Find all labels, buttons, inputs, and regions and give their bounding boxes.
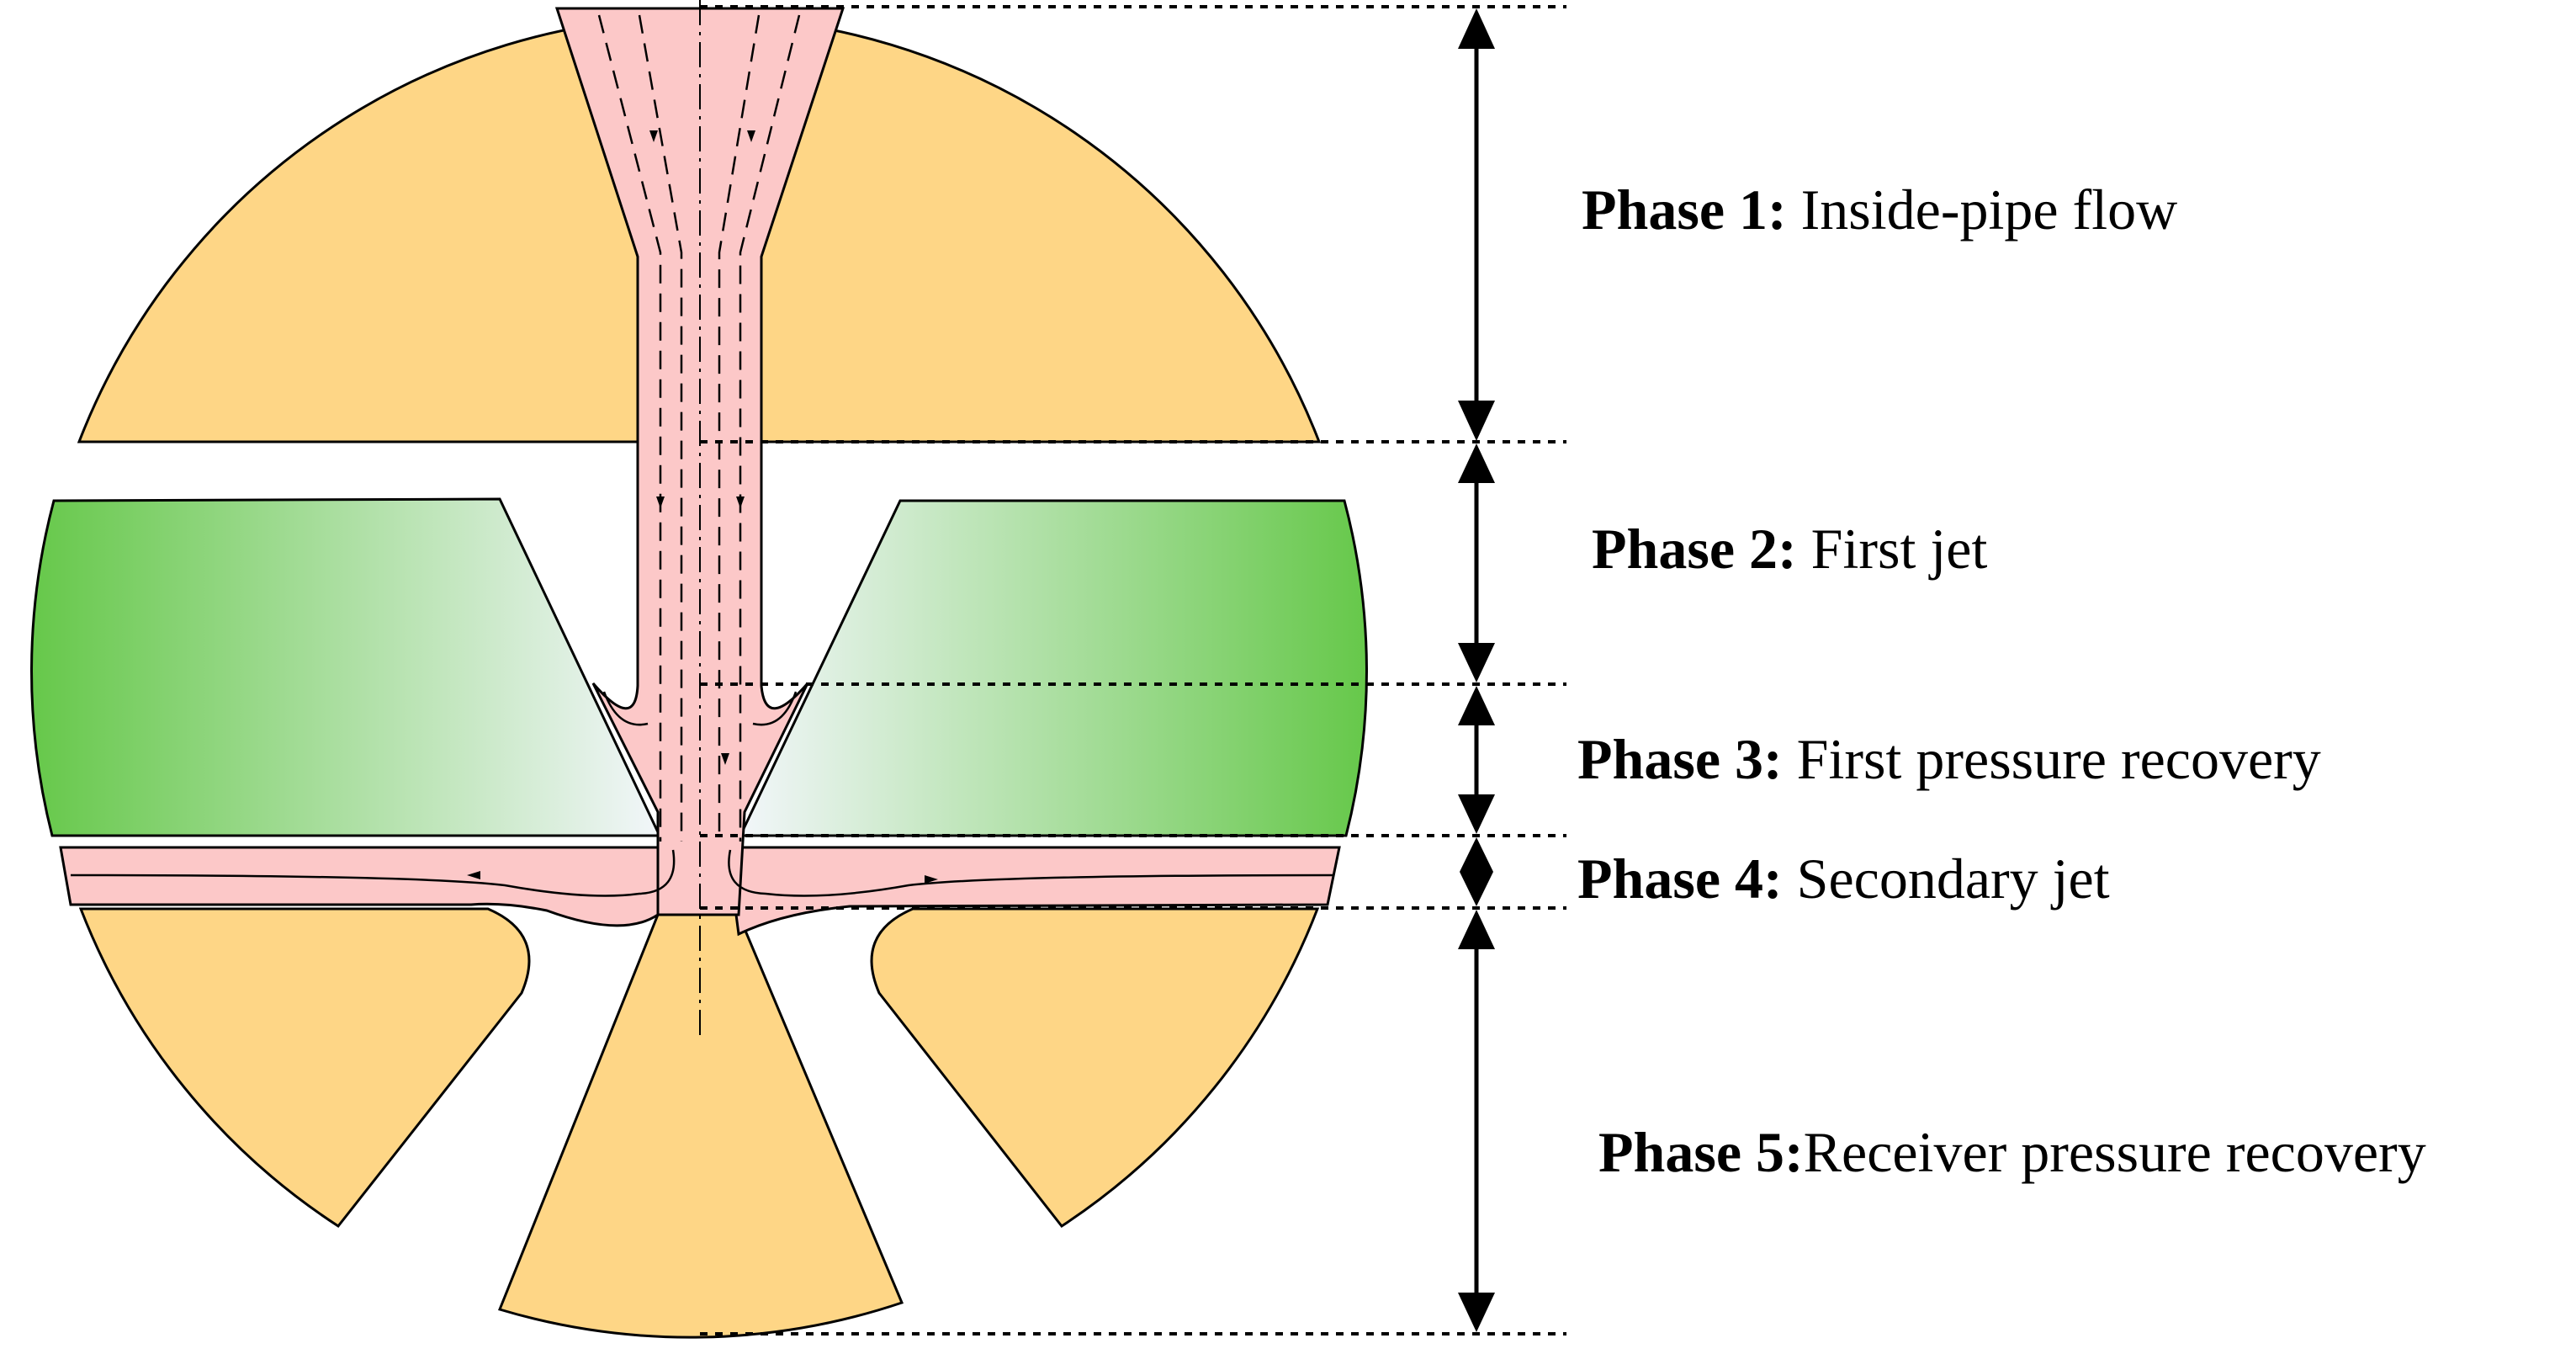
arrow-down-icon	[1460, 872, 1493, 906]
arrow-up-icon	[1458, 8, 1495, 49]
streamline-left-jet	[70, 849, 676, 897]
flow-arrow-icon	[736, 496, 745, 508]
left-baffle	[30, 497, 662, 837]
arrow-down-icon	[1458, 794, 1495, 834]
arrow-up-icon	[1458, 910, 1495, 949]
streamline-left-inner	[638, 14, 683, 842]
arrow-down-icon	[1458, 401, 1495, 441]
nozzle-flow-region	[554, 7, 845, 916]
phase-1-label: Phase 1: Inside-pipe flow	[1582, 178, 2177, 242]
streamline-right-jet	[728, 849, 1334, 897]
arrow-down-icon	[1458, 643, 1495, 682]
arrow-up-icon	[1458, 443, 1495, 483]
flow-arrow-icon	[467, 871, 480, 879]
arrow-down-icon	[1458, 1293, 1495, 1332]
arrow-up-icon	[1460, 837, 1493, 872]
lower-center-body	[497, 913, 904, 1339]
right-baffle	[738, 499, 1368, 837]
dimension-arrows	[1458, 8, 1495, 1332]
phase-2-label: Phase 2: First jet	[1592, 517, 1987, 581]
flow-arrows	[467, 130, 938, 884]
flow-arrow-icon	[649, 130, 658, 142]
streamline-right-outer	[739, 14, 801, 842]
arrow-up-icon	[1458, 686, 1495, 725]
lower-right-body	[870, 907, 1320, 1229]
streamline-left-curl	[602, 691, 649, 726]
flow-arrow-icon	[747, 130, 755, 142]
phase-3-label: Phase 3: First pressure recovery	[1577, 727, 2321, 791]
streamline-right-inner	[718, 14, 761, 842]
flow-arrow-icon	[656, 496, 665, 508]
lower-left-body	[78, 907, 531, 1229]
flow-arrow-icon	[925, 875, 938, 884]
phase-5-label: Phase 5:Receiver pressure recovery	[1598, 1120, 2426, 1184]
phase-4-label: Phase 4: Secondary jet	[1577, 847, 2110, 911]
streamline-left-outer	[597, 14, 662, 842]
flow-arrow-icon	[721, 753, 729, 765]
streamline-right-curl	[752, 691, 798, 726]
